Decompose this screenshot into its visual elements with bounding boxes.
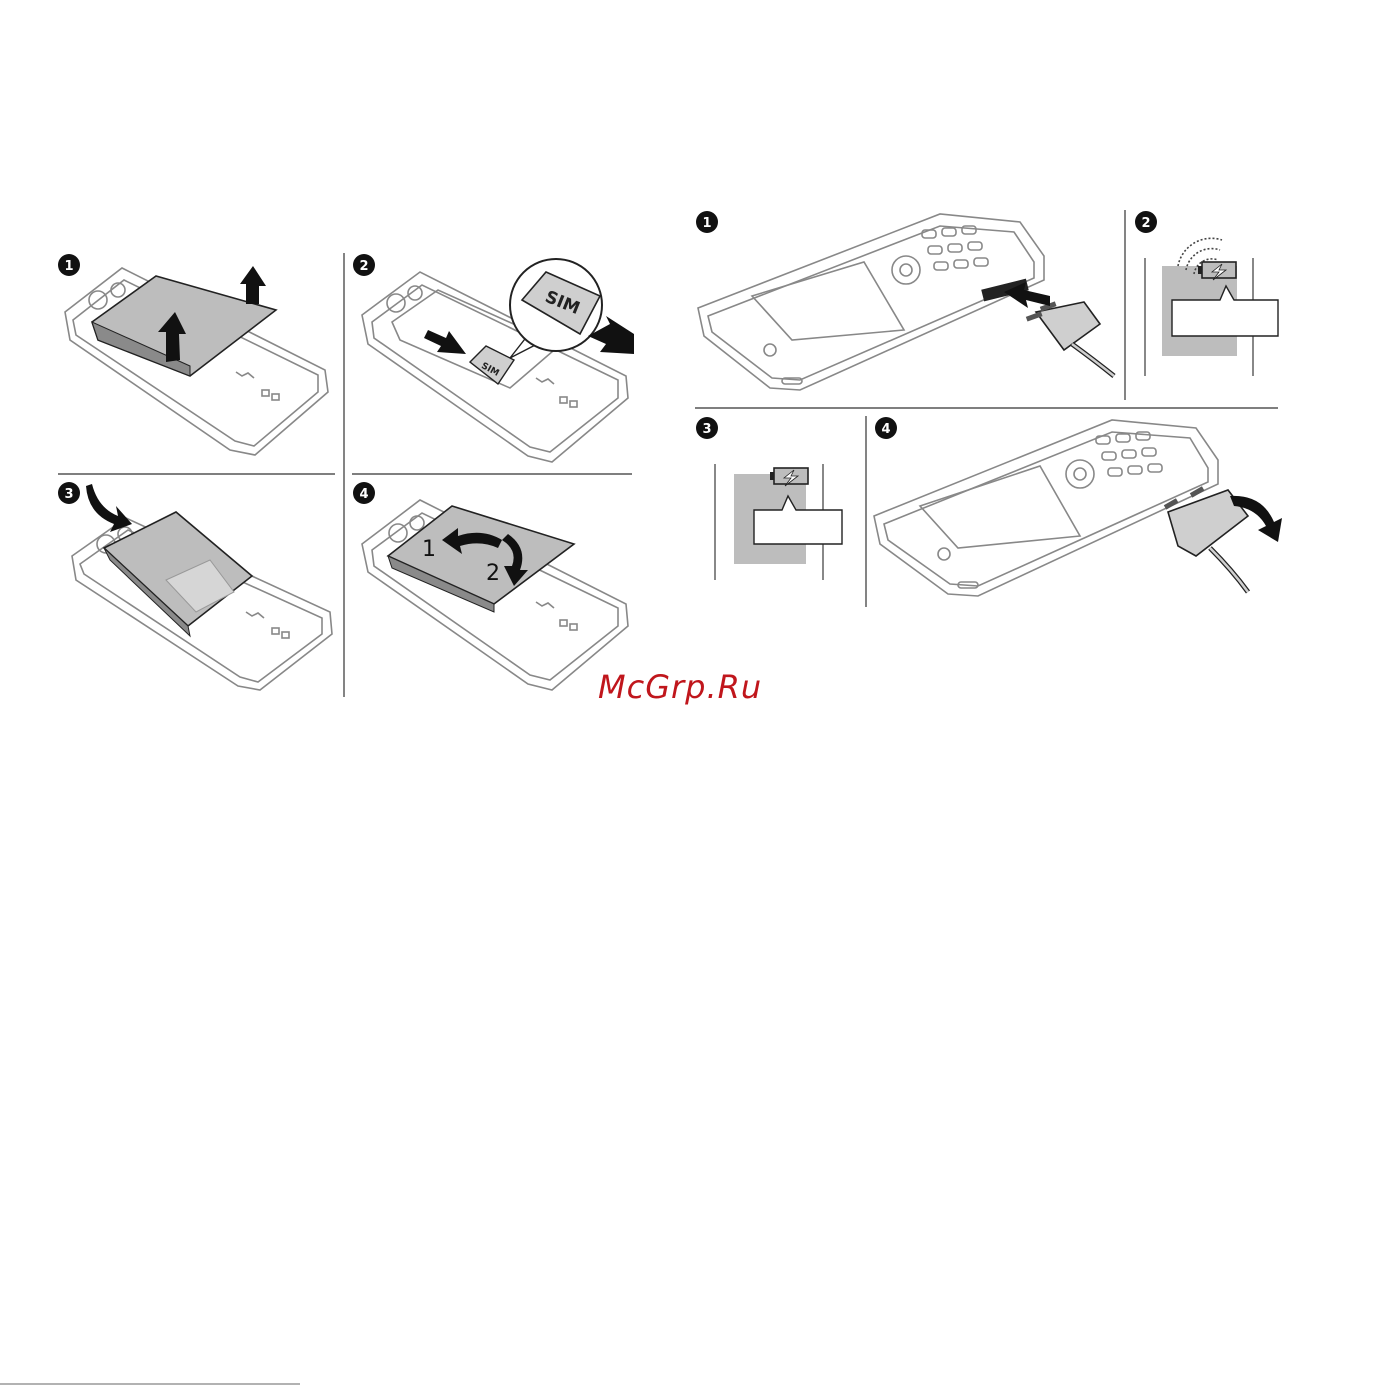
left-step-4: 4 1 2 [353, 482, 628, 690]
svg-text:2: 2 [359, 259, 368, 274]
left-step-1: 1 [58, 254, 328, 455]
svg-text:3: 3 [64, 487, 73, 502]
svg-text:4: 4 [359, 487, 368, 502]
svg-text:1: 1 [702, 216, 711, 231]
svg-text:4: 4 [881, 422, 890, 437]
phone-front [698, 214, 1044, 390]
step-badge: 2 [353, 254, 375, 276]
step-label-1: 1 [422, 537, 436, 562]
arrow-up-icon [240, 266, 266, 304]
right-step-4: 4 [874, 417, 1282, 596]
svg-text:2: 2 [1141, 216, 1150, 231]
right-step-1: 1 [696, 211, 1114, 390]
step-badge: 3 [58, 482, 80, 504]
left-step-3: 3 [58, 482, 332, 690]
step-label-2: 2 [486, 561, 500, 586]
step-badge: 4 [353, 482, 375, 504]
right-step-3: 3 [696, 417, 842, 580]
svg-text:1: 1 [64, 259, 73, 274]
svg-text:3: 3 [702, 422, 711, 437]
sim-zoom-callout: SIM [510, 259, 602, 358]
charger-plug-icon [1026, 301, 1114, 376]
sim-card: SIM [470, 346, 514, 384]
battery-charging-icon [770, 468, 808, 486]
battery-charging-icon [1198, 262, 1236, 280]
step-badge: 1 [58, 254, 80, 276]
step-badge: 3 [696, 417, 718, 439]
left-step-2: 2 SIM SIM [353, 254, 634, 462]
arrow-curved-icon [86, 484, 132, 532]
step-badge: 2 [1135, 211, 1157, 233]
arrow-right-icon [424, 330, 466, 354]
step-badge: 4 [875, 417, 897, 439]
step-badge: 1 [696, 211, 718, 233]
right-step-2: 2 [1135, 211, 1278, 376]
watermark: McGrp.Ru [598, 668, 762, 706]
